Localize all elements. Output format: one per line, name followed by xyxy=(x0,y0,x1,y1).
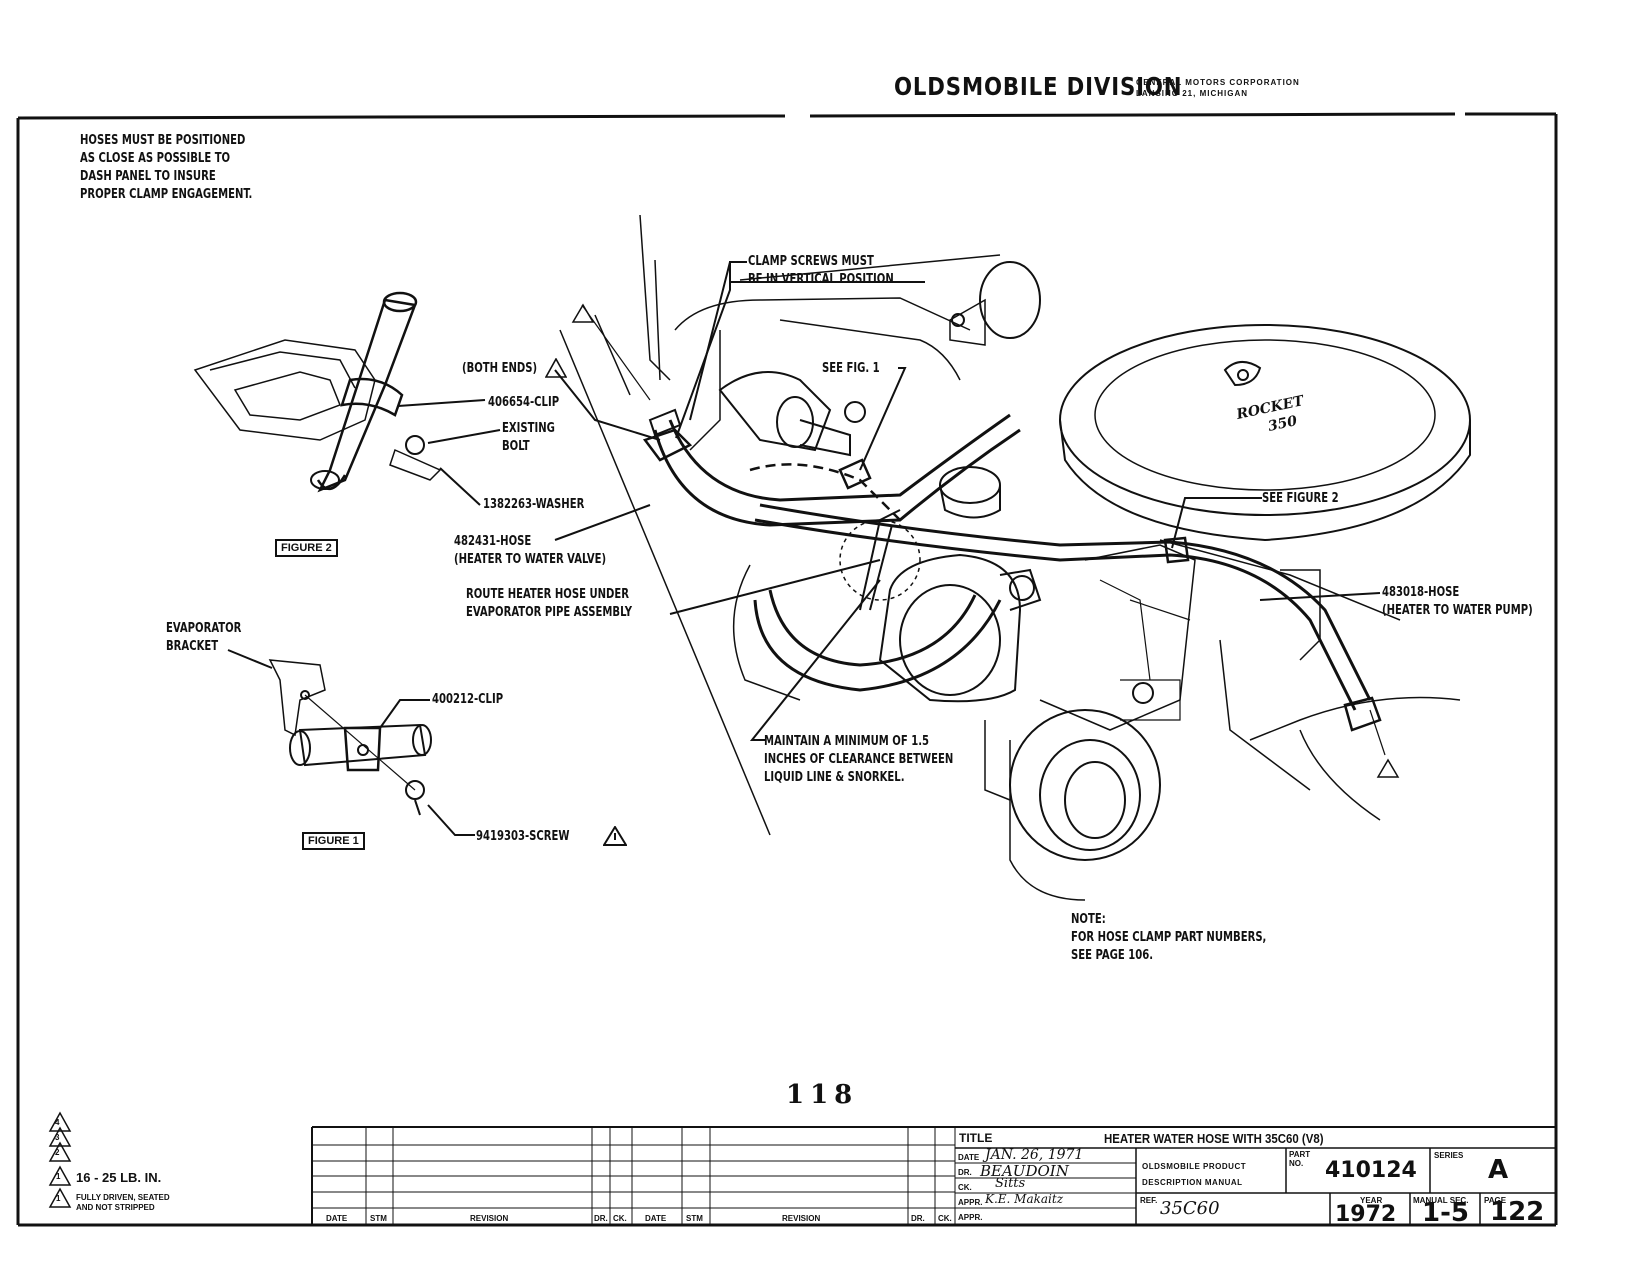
date-label: DATE xyxy=(958,1153,980,1162)
existing-bolt-callout: EXISTING BOLT xyxy=(502,421,555,454)
hose-clamp-note: NOTE: FOR HOSE CLAMP PART NUMBERS, SEE P… xyxy=(1071,912,1267,963)
evaporator-bracket-callout: EVAPORATOR BRACKET xyxy=(166,621,242,654)
drawing-title: HEATER WATER HOSE WITH 35C60 (V8) xyxy=(1104,1131,1324,1146)
rev-col-ck: CK. xyxy=(613,1214,627,1223)
hose-483018 xyxy=(754,518,1357,711)
warning-triangle-icon xyxy=(545,358,567,378)
appr-label: APPR. xyxy=(958,1198,983,1207)
legend-num-3: 3 xyxy=(55,1133,60,1142)
dr-label: DR. xyxy=(958,1168,972,1177)
clamp-screws-callout: CLAMP SCREWS MUST BE IN VERTICAL POSITIO… xyxy=(748,254,894,287)
dash-panel-edge xyxy=(559,329,771,836)
corporation-location: LANSING 21, MICHIGAN xyxy=(1136,89,1249,98)
series-value: A xyxy=(1488,1155,1509,1185)
legend-num-4: 4 xyxy=(55,1118,60,1127)
rev-col-revision: REVISION xyxy=(470,1214,509,1223)
maintain-clearance-callout: MAINTAIN A MINIMUM OF 1.5 INCHES OF CLEA… xyxy=(764,734,954,785)
year-label: YEAR xyxy=(1360,1196,1383,1205)
route-heater-hose-callout: ROUTE HEATER HOSE UNDER EVAPORATOR PIPE … xyxy=(466,587,633,620)
rev-col-revision-2: REVISION xyxy=(782,1214,821,1223)
corporation-name: GENERAL MOTORS CORPORATION xyxy=(1136,78,1300,87)
ref-value: 35C60 xyxy=(1160,1198,1220,1219)
both-ends-callout: (BOTH ENDS) xyxy=(462,361,538,376)
fig1-clip xyxy=(343,726,382,772)
legend-num-2: 2 xyxy=(55,1148,60,1157)
figure-2-label: FIGURE 2 xyxy=(275,539,338,557)
page-label: PAGE xyxy=(1484,1196,1507,1205)
dr-value: BEAUDOIN xyxy=(980,1162,1069,1180)
ck-value: Sitts xyxy=(995,1176,1026,1191)
date-value: JAN. 26, 1971 xyxy=(985,1147,1084,1163)
corporation-block: GENERAL MOTORS CORPORATION LANSING 21, M… xyxy=(1136,77,1300,99)
see-figure-2-callout: SEE FIGURE 2 xyxy=(1262,491,1339,506)
series-label: SERIES xyxy=(1434,1151,1464,1160)
frame-top-left xyxy=(17,114,786,120)
hoses-positioned-note: HOSES MUST BE POSITIONED AS CLOSE AS POS… xyxy=(80,133,253,202)
part-label: PART NO. xyxy=(1289,1150,1311,1168)
figure-1-label: FIGURE 1 xyxy=(302,832,365,850)
manual-sec-value: 1-5 xyxy=(1422,1198,1469,1228)
screw-9419303-callout: 9419303-SCREW xyxy=(476,829,570,844)
rev-col-stm: STM xyxy=(370,1214,387,1223)
rev-col-stm-2: STM xyxy=(686,1214,703,1223)
page-number-center: 118 xyxy=(786,1080,859,1110)
ac-compressor xyxy=(878,553,1022,703)
appr2-label: APPR. xyxy=(958,1213,983,1222)
part-number: 410124 xyxy=(1325,1158,1417,1183)
clip-406654-callout: 406654-CLIP xyxy=(488,395,560,410)
hose-482431-callout: 482431-HOSE (HEATER TO WATER VALVE) xyxy=(454,534,607,567)
hose-482431 xyxy=(653,428,1021,527)
appr-value: K.E. Makaitz xyxy=(985,1192,1064,1206)
rev-col-ck-2: CK. xyxy=(938,1214,952,1223)
snorkel-circle xyxy=(839,519,921,601)
title-label: TITLE xyxy=(959,1131,993,1145)
manual-line-1: OLDSMOBILE PRODUCT xyxy=(1142,1162,1247,1171)
legend-fully-driven: FULLY DRIVEN, SEATED AND NOT STRIPPED xyxy=(76,1193,170,1212)
legend-triangles xyxy=(48,1111,72,1208)
frame-top-right xyxy=(809,112,1456,118)
hose-483018-callout: 483018-HOSE (HEATER TO WATER PUMP) xyxy=(1382,585,1533,618)
warning-triangle-icon xyxy=(603,826,627,846)
legend-num-1: 1 xyxy=(56,1172,61,1181)
rev-col-date: DATE xyxy=(326,1214,348,1223)
fig1-bracket xyxy=(268,659,326,737)
legend-num-1b: 1 xyxy=(56,1194,61,1203)
ck-label: CK. xyxy=(958,1183,972,1192)
rev-col-dr-2: DR. xyxy=(911,1214,925,1223)
manual-sec-label: MANUAL SEC. xyxy=(1413,1196,1469,1205)
year-value: 1972 xyxy=(1335,1202,1397,1227)
clip-400212-callout: 400212-CLIP xyxy=(432,692,504,707)
rev-col-date-2: DATE xyxy=(645,1214,667,1223)
air-cleaner-top xyxy=(1059,324,1471,516)
fig2-bracket xyxy=(193,339,376,441)
water-valve xyxy=(718,371,832,452)
route-hose-curve xyxy=(753,599,1002,692)
fig2-clip xyxy=(340,377,404,417)
division-title: OLDSMOBILE DIVISION xyxy=(894,72,1183,101)
crank-pulley xyxy=(1009,709,1161,861)
page-value: 122 xyxy=(1490,1197,1545,1227)
see-fig-1-callout: SEE FIG. 1 xyxy=(822,361,880,376)
washer-1382263-callout: 1382263-WASHER xyxy=(483,497,585,512)
legend-torque: 16 - 25 LB. IN. xyxy=(76,1170,162,1185)
ref-label: REF. xyxy=(1140,1196,1158,1205)
manual-line-2: DESCRIPTION MANUAL xyxy=(1142,1178,1243,1187)
rev-col-dr: DR. xyxy=(594,1214,608,1223)
